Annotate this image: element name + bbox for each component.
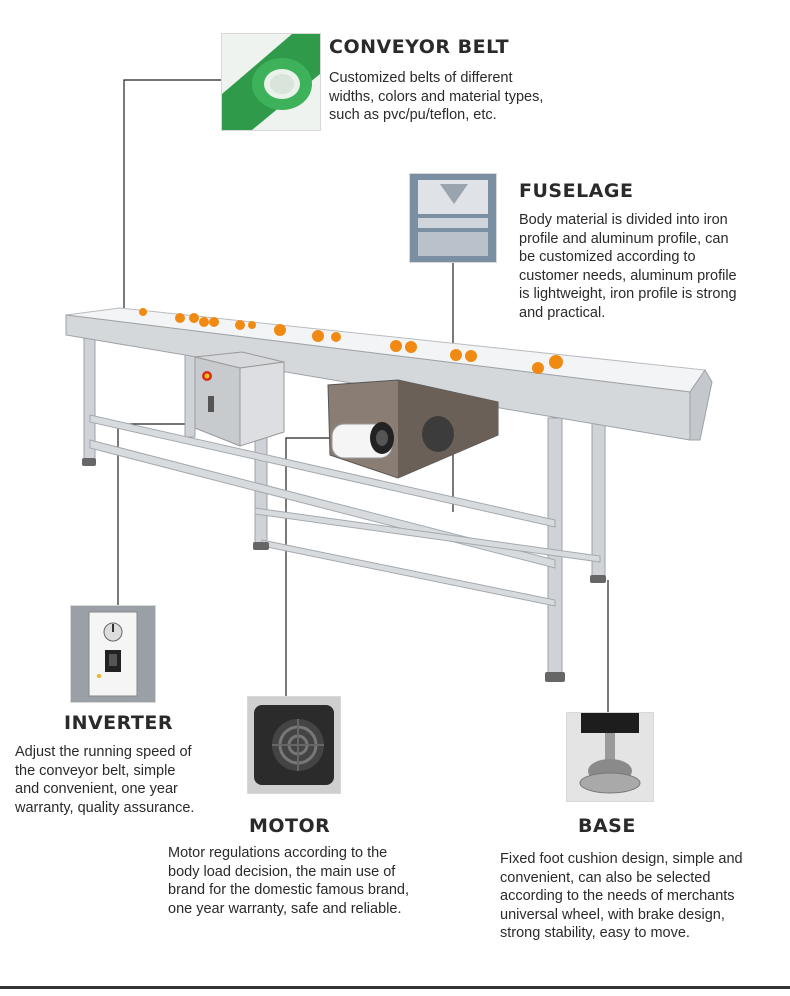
inverter-title: INVERTER (64, 712, 174, 734)
desc-line: be customized according to (519, 249, 696, 265)
desc-line: strong stability, easy to move. (500, 925, 690, 941)
base-thumbnail (566, 712, 654, 802)
base-title: BASE (578, 815, 636, 837)
desc-line: such as pvc/pu/teflon, etc. (329, 107, 497, 123)
motor-title: MOTOR (249, 815, 331, 837)
desc-line: widths, colors and material types, (329, 88, 544, 105)
desc-line: universal wheel, with brake design, (500, 906, 725, 923)
desc-line: customer needs, aluminum profile (519, 267, 737, 284)
belt-table (65, 307, 713, 441)
desc-line: Adjust the running speed of (15, 744, 192, 760)
fuselage-description: Body material is divided into iron profi… (519, 211, 779, 322)
desc-line: profile and aluminum profile, can (519, 230, 729, 247)
desc-line: and convenient, one year (15, 781, 178, 797)
fuselage-thumbnail (409, 173, 497, 263)
inverter-description: Adjust the running speed of the conveyor… (15, 743, 235, 817)
desc-line: Motor regulations according to the (168, 845, 388, 861)
frame-rails (89, 414, 601, 607)
motor-fan-icon (248, 697, 340, 793)
conveyor-belt-thumbnail (221, 33, 321, 131)
desc-line: warranty, quality assurance. (15, 799, 195, 816)
motor-housing (327, 379, 499, 479)
desc-line: is lightweight, iron profile is strong (519, 286, 737, 302)
conveyor-belt-description: Customized belts of different widths, co… (329, 69, 579, 125)
desc-line: one year warranty, safe and reliable. (168, 900, 402, 917)
control-box (194, 351, 285, 447)
desc-line: body load decision, the main use of (168, 863, 396, 880)
conveyor-belt-title: CONVEYOR BELT (329, 36, 510, 58)
inverter-thumbnail (70, 605, 156, 703)
desc-line: and practical. (519, 304, 606, 321)
desc-line: Fixed foot cushion design, simple and (500, 851, 743, 867)
desc-line: Body material is divided into iron (519, 212, 728, 228)
desc-line: the conveyor belt, simple (15, 762, 176, 779)
desc-line: convenient, can also be selected (500, 869, 711, 886)
foot-cushion-icon (567, 713, 653, 801)
desc-line: according to the needs of merchants (500, 888, 735, 904)
desc-line: Customized belts of different (329, 70, 513, 86)
fuselage-title: FUSELAGE (519, 180, 634, 202)
aluminum-profile-icon (410, 174, 496, 262)
green-belt-roll-icon (222, 34, 320, 130)
oranges (139, 308, 563, 374)
motor-thumbnail (247, 696, 341, 794)
bottom-divider (0, 986, 790, 989)
base-description: Fixed foot cushion design, simple and co… (500, 850, 785, 943)
feet (82, 458, 606, 682)
desc-line: brand for the domestic famous brand, (168, 882, 409, 898)
motor-description: Motor regulations according to the body … (168, 844, 448, 918)
speed-controller-icon (71, 606, 155, 702)
